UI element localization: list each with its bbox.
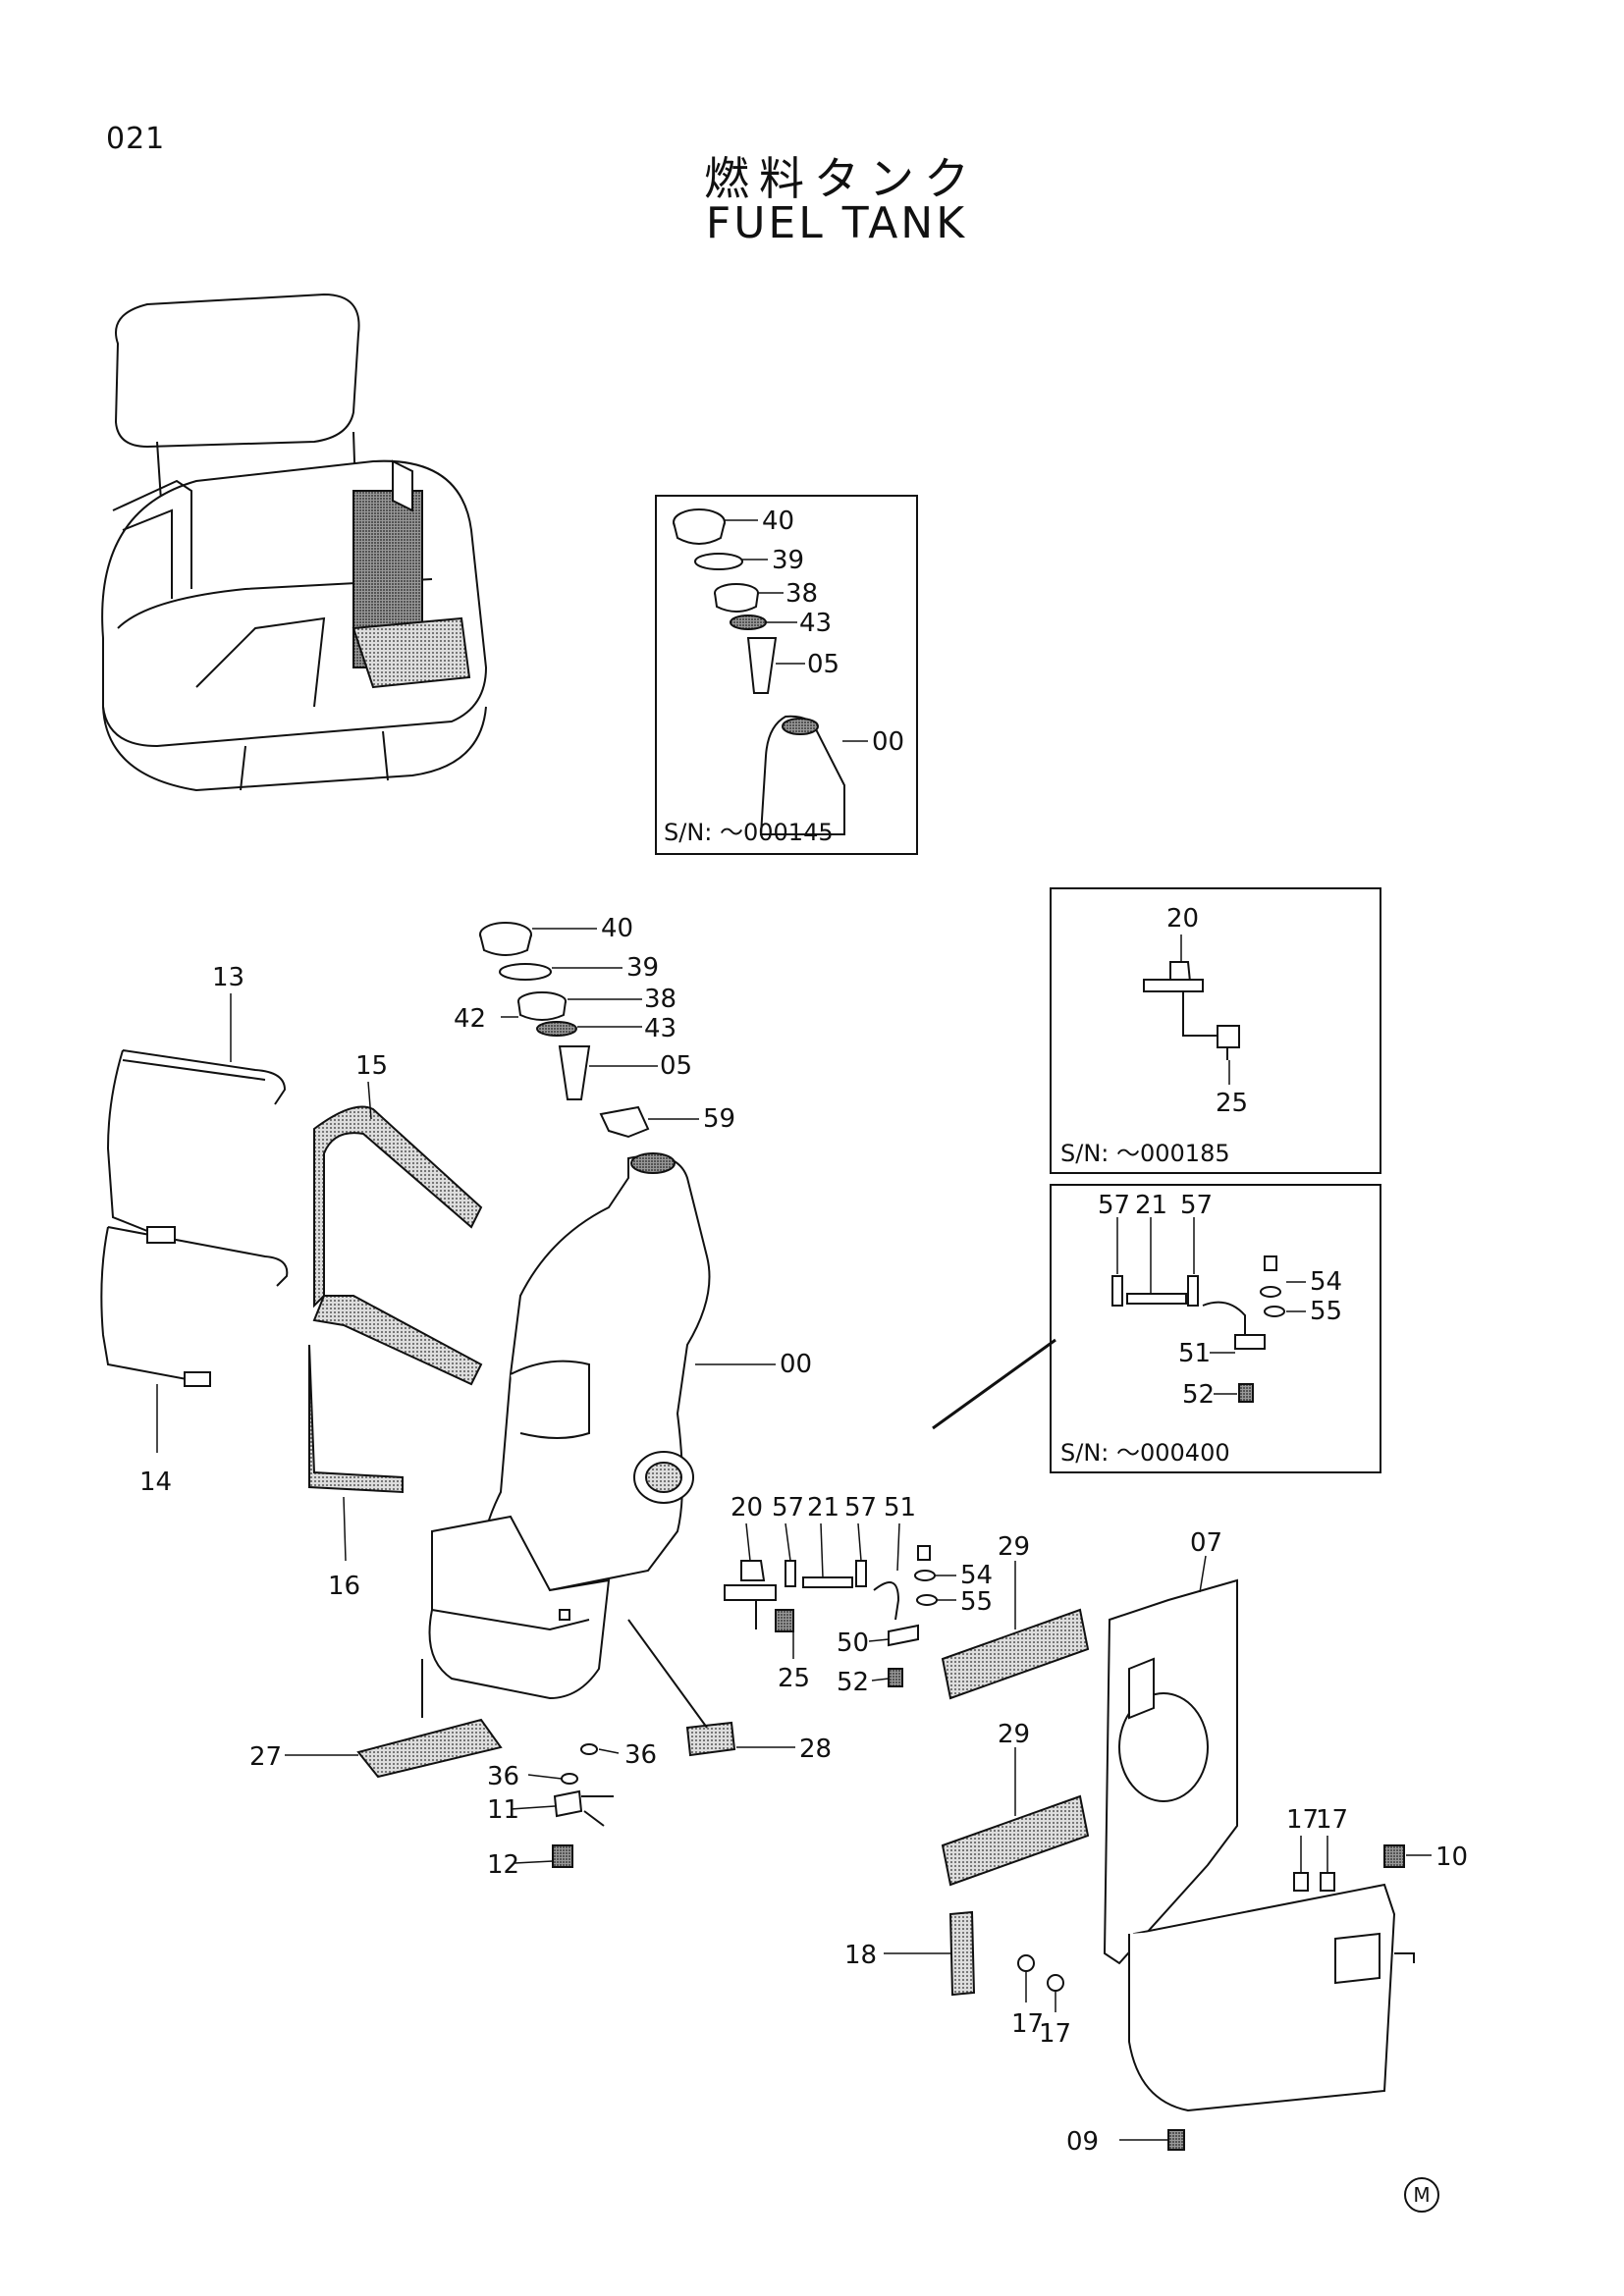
main-leader-lines [156,928,1432,2141]
label-20: 20 [731,1493,763,1522]
inset-cap-label-05: 05 [807,650,839,679]
label-11: 11 [487,1795,519,1825]
label-57b: 57 [844,1493,877,1522]
label-17a: 17 [1286,1805,1319,1835]
inset-hose-label-21: 21 [1135,1191,1167,1220]
inset-cap-label-39: 39 [772,546,804,575]
inset-pointer [932,1338,1056,1430]
inset-cock-serial: S/N: ～000185 [1060,1140,1230,1167]
title-japanese: 燃料タンク [704,152,979,205]
inset-hose-label-51: 51 [1178,1339,1211,1368]
label-38: 38 [644,985,677,1014]
label-29b: 29 [998,1720,1030,1749]
title-english: FUEL TANK [705,198,968,248]
label-21: 21 [807,1493,839,1522]
label-15: 15 [355,1051,388,1081]
label-09: 09 [1066,2127,1099,2157]
label-39: 39 [626,953,659,983]
inset-cap-label-43: 43 [799,609,832,638]
inset-hose-label-54: 54 [1310,1267,1342,1297]
label-18: 18 [844,1941,877,1970]
inset-hose-label-57a: 57 [1098,1191,1130,1220]
inset-cap-label-00: 00 [872,727,904,757]
inset-cap-label-38: 38 [785,579,818,609]
label-16: 16 [328,1572,360,1601]
inset-cap-box: 40 39 38 43 05 00 S/N: ～000145 [655,495,918,855]
inset-cock-label-20: 20 [1166,904,1199,934]
label-55: 55 [960,1587,993,1617]
main-callouts: 40 39 38 42 43 05 59 13 15 14 16 00 20 5… [139,914,1468,2157]
label-36a: 36 [487,1762,519,1791]
label-42: 42 [454,1004,486,1034]
corner-mark: M [1404,2177,1439,2213]
label-43: 43 [644,1014,677,1043]
label-29a: 29 [998,1532,1030,1562]
label-17d: 17 [1039,2019,1071,2049]
label-57a: 57 [772,1493,804,1522]
label-54: 54 [960,1561,993,1590]
label-40: 40 [601,914,633,943]
label-51: 51 [884,1493,916,1522]
label-52: 52 [837,1668,869,1697]
label-36b: 36 [624,1740,657,1770]
label-13: 13 [212,963,244,992]
label-28: 28 [799,1735,832,1764]
page-number: 021 [106,122,166,156]
label-00: 00 [780,1350,812,1379]
inset-cock-box: 20 25 S/N: ～000185 [1050,887,1381,1174]
inset-hose-serial: S/N: ～000400 [1060,1439,1230,1467]
label-10: 10 [1435,1842,1468,1872]
label-50: 50 [837,1629,869,1658]
inset-hose-label-57b: 57 [1180,1191,1213,1220]
inset-hose-label-52: 52 [1182,1380,1215,1410]
machine-overview [101,293,488,792]
label-05: 05 [660,1051,692,1081]
inset-hose-box: 57 21 57 54 55 51 52 S/N: ～000400 [1050,1184,1381,1473]
label-27: 27 [249,1742,282,1772]
label-07: 07 [1190,1528,1222,1558]
label-14: 14 [139,1468,172,1497]
label-12: 12 [487,1850,519,1880]
inset-hose-label-55: 55 [1310,1297,1342,1326]
label-25: 25 [778,1664,810,1693]
main-exploded-view [100,922,1415,2151]
inset-cap-label-40: 40 [762,507,794,536]
label-17b: 17 [1316,1805,1348,1835]
label-59: 59 [703,1104,735,1134]
inset-cap-serial: S/N: ～000145 [664,819,834,846]
label-17c: 17 [1011,2009,1044,2039]
inset-cock-label-25: 25 [1216,1089,1248,1118]
